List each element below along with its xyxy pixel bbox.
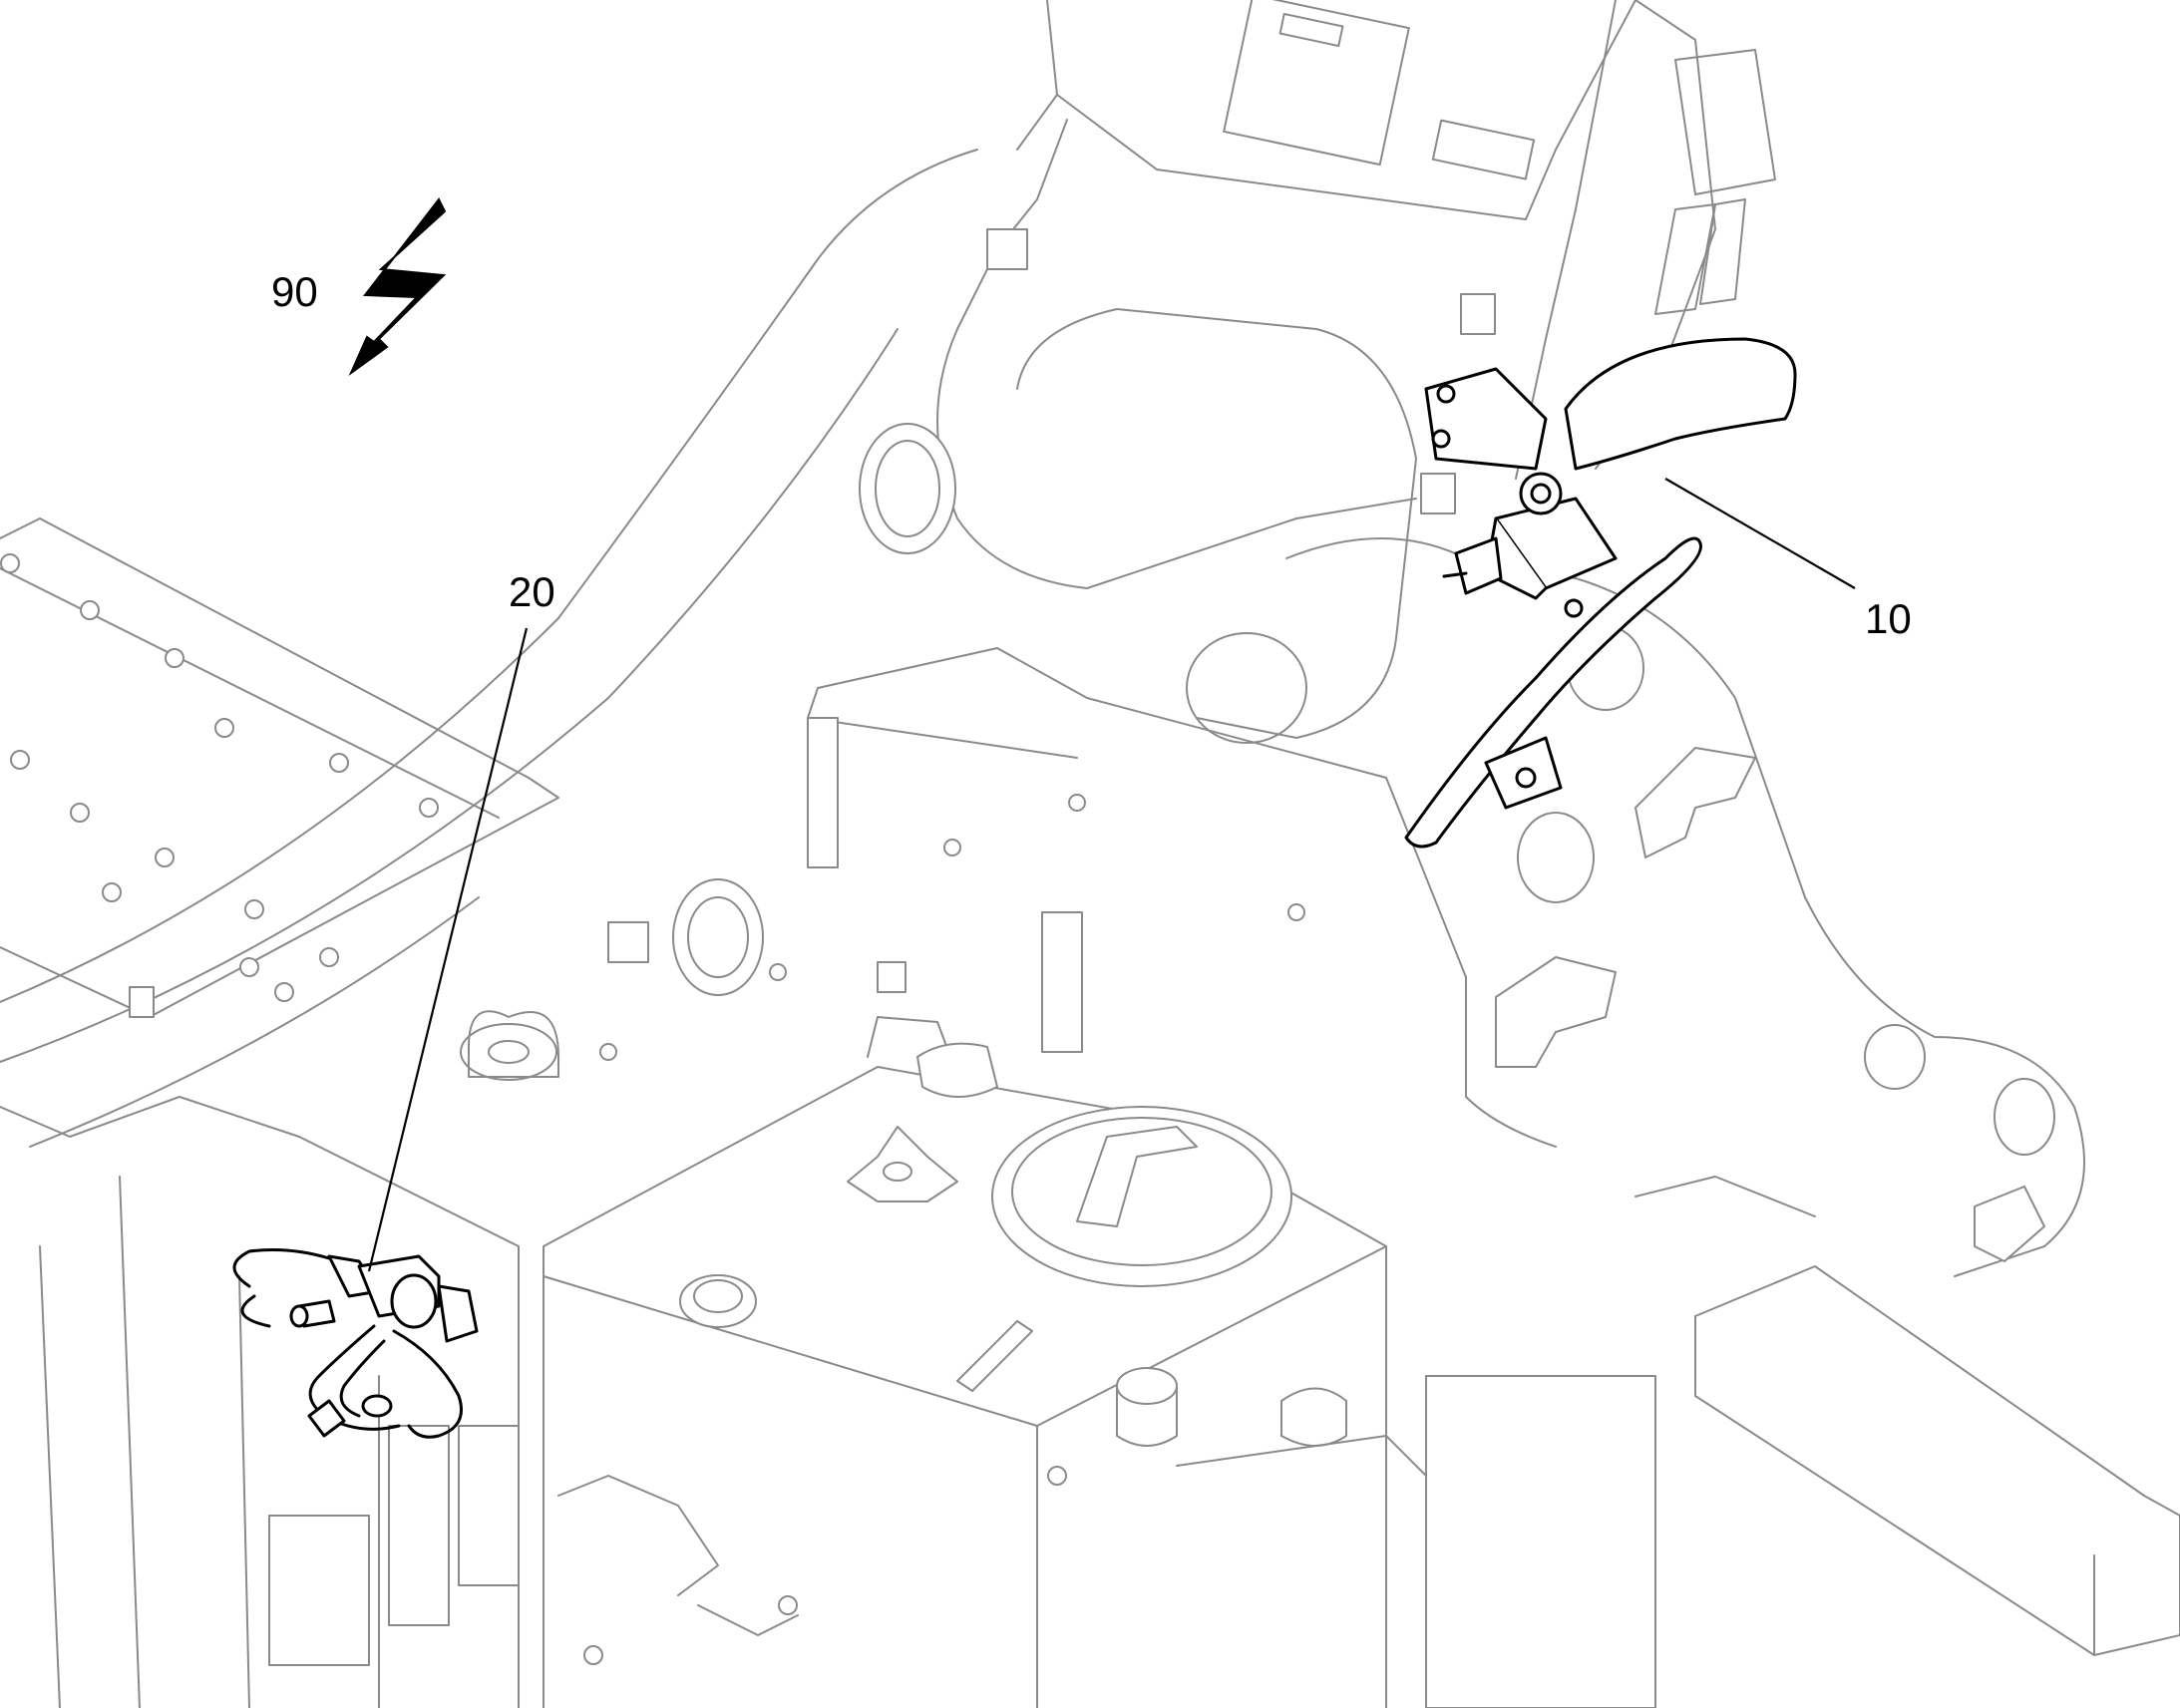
component-10-lever-switch: [1404, 337, 1797, 849]
left-deck: [0, 517, 559, 1018]
component-20-valve-assembly: [232, 1248, 479, 1439]
lightning-bolt-icon: [348, 197, 447, 376]
swept-arm: [0, 149, 978, 1148]
callout-20: 20: [509, 568, 555, 615]
leader-10: [1664, 478, 1856, 589]
right-side-plate: [1285, 537, 2085, 1277]
upright-mast: [859, 0, 1776, 744]
deck-holes: [0, 553, 439, 1002]
callout-10: 10: [1865, 595, 1912, 642]
valve-bank: [0, 1096, 1067, 1708]
central-frame: [460, 647, 1467, 1081]
callout-90: 90: [271, 268, 318, 315]
leader-20: [367, 627, 529, 1272]
fuel-tank: [543, 1042, 1656, 1708]
right-beam: [1694, 1265, 2180, 1656]
leader-lines: [367, 478, 1856, 1272]
